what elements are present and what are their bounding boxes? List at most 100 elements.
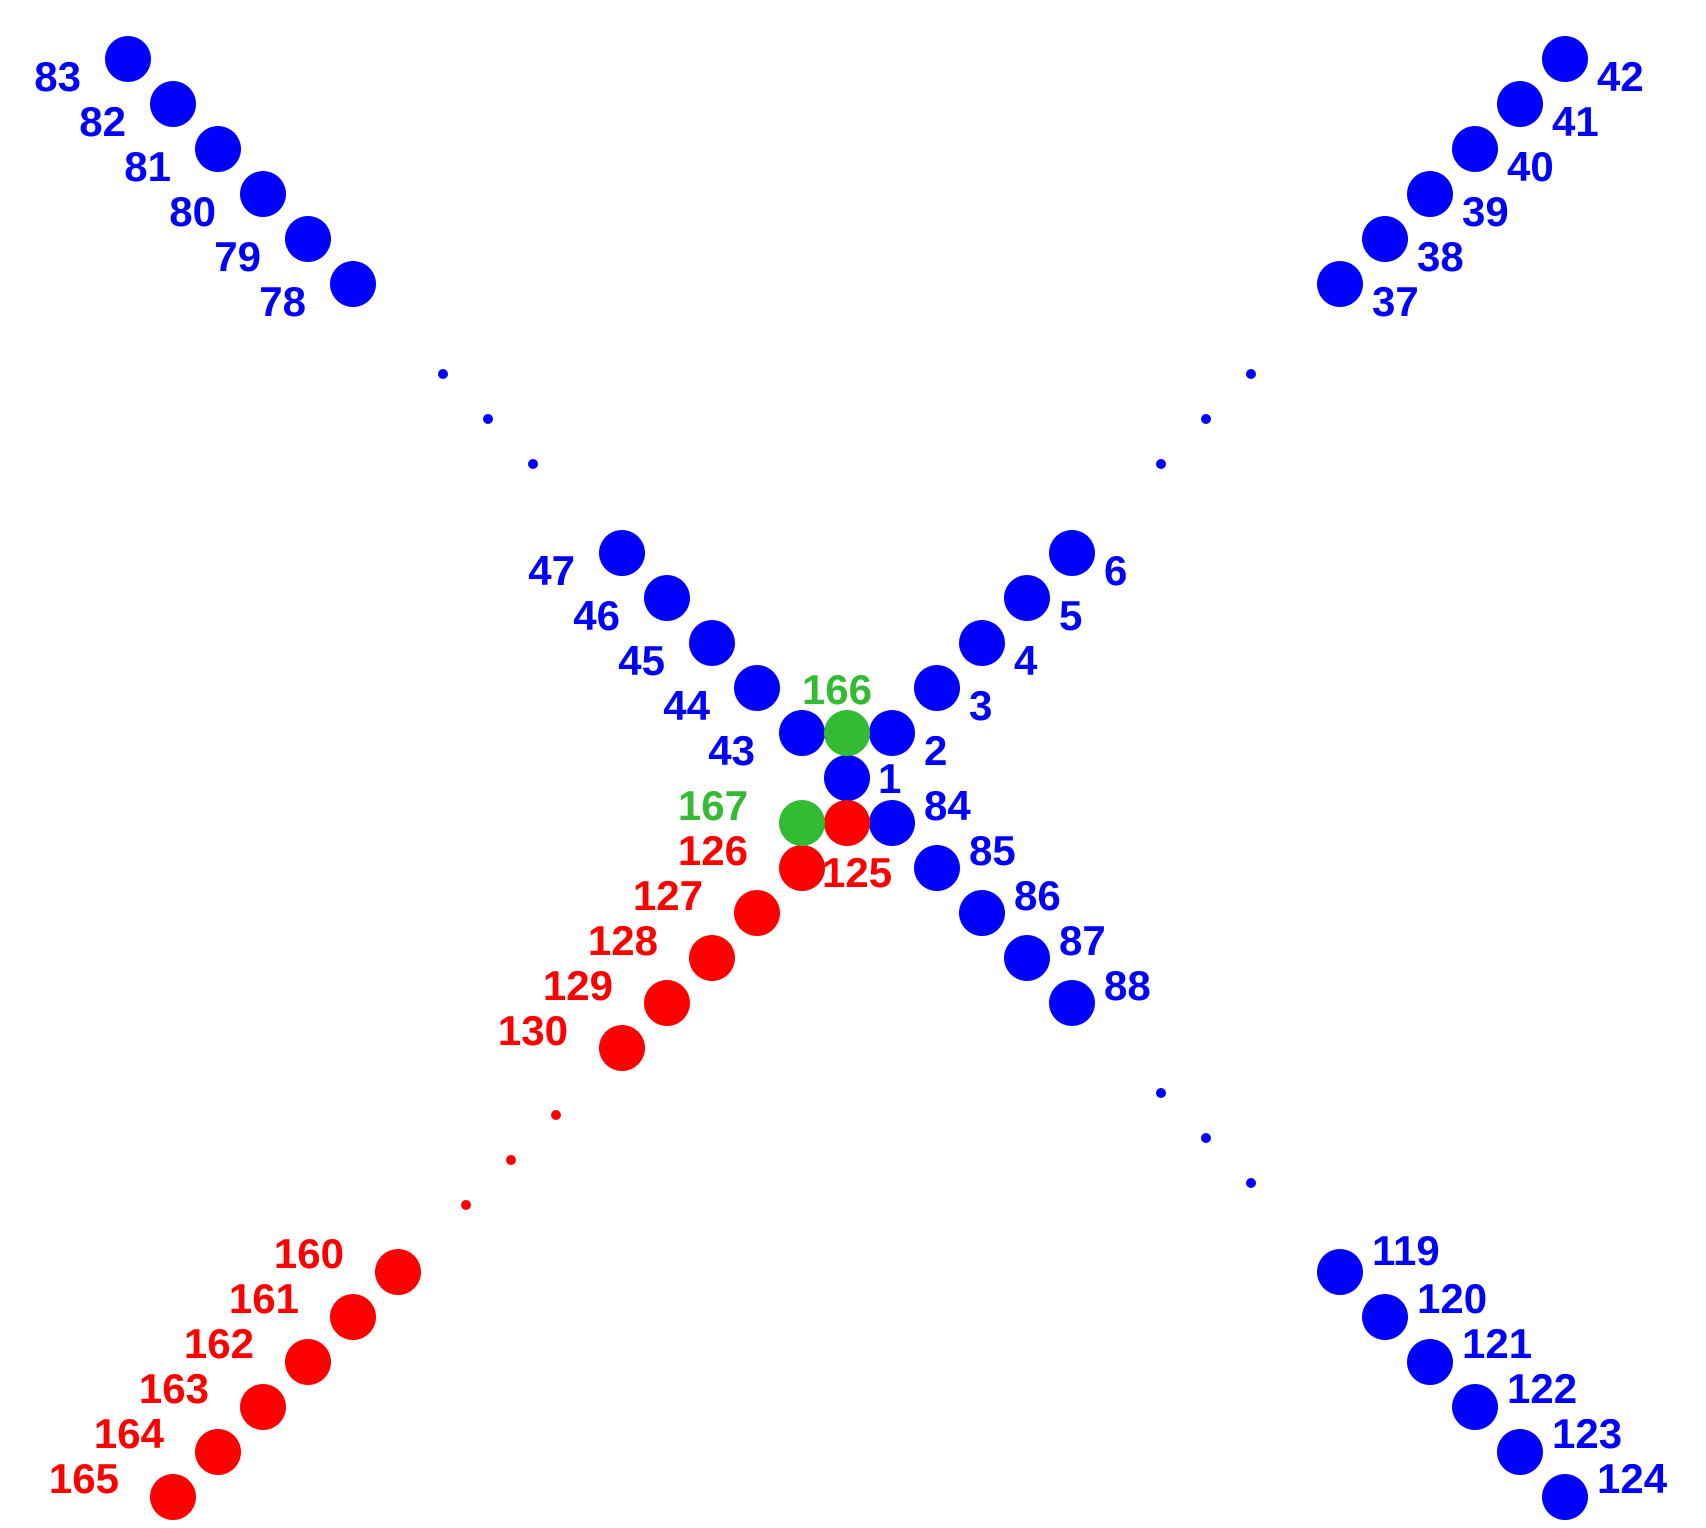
node-79 bbox=[285, 216, 331, 262]
node-label-120: 120 bbox=[1417, 1275, 1487, 1322]
node-label-38: 38 bbox=[1417, 233, 1464, 280]
node-160 bbox=[375, 1249, 421, 1295]
node-label-160: 160 bbox=[274, 1230, 344, 1277]
ellipsis-dot-upper-right-2 bbox=[1201, 414, 1211, 424]
node-label-6: 6 bbox=[1104, 547, 1127, 594]
ellipsis-dot-lower-left-2 bbox=[506, 1155, 516, 1165]
node-label-80: 80 bbox=[169, 188, 216, 235]
node-label-37: 37 bbox=[1372, 278, 1419, 325]
node-label-87: 87 bbox=[1059, 917, 1106, 964]
node-label-5: 5 bbox=[1059, 592, 1082, 639]
node-39 bbox=[1407, 171, 1453, 217]
ellipsis-dot-lower-right-2 bbox=[1201, 1133, 1211, 1143]
node-126 bbox=[779, 845, 825, 891]
node-label-81: 81 bbox=[124, 143, 171, 190]
ellipsis-dots-layer bbox=[438, 369, 1256, 1210]
node-label-78: 78 bbox=[259, 278, 306, 325]
node-label-1: 1 bbox=[878, 755, 901, 802]
node-125 bbox=[824, 800, 870, 846]
node-130 bbox=[599, 1025, 645, 1071]
node-label-44: 44 bbox=[663, 682, 710, 729]
node-label-128: 128 bbox=[588, 917, 658, 964]
node-119 bbox=[1317, 1249, 1363, 1295]
ellipsis-dot-lower-right-3 bbox=[1246, 1178, 1256, 1188]
node-5 bbox=[1004, 575, 1050, 621]
node-46 bbox=[644, 575, 690, 621]
node-120 bbox=[1362, 1294, 1408, 1340]
node-label-2: 2 bbox=[924, 727, 947, 774]
node-45 bbox=[689, 620, 735, 666]
node-label-123: 123 bbox=[1552, 1410, 1622, 1457]
node-81 bbox=[195, 126, 241, 172]
node-label-88: 88 bbox=[1104, 962, 1151, 1009]
node-label-84: 84 bbox=[924, 782, 971, 829]
node-label-39: 39 bbox=[1462, 188, 1509, 235]
node-label-129: 129 bbox=[543, 962, 613, 1009]
node-label-164: 164 bbox=[94, 1410, 165, 1457]
node-43 bbox=[779, 710, 825, 756]
node-88 bbox=[1049, 980, 1095, 1026]
node-4 bbox=[959, 620, 1005, 666]
node-166 bbox=[824, 710, 870, 756]
ellipsis-dot-lower-left-3 bbox=[461, 1200, 471, 1210]
node-label-40: 40 bbox=[1507, 143, 1554, 190]
node-83 bbox=[105, 36, 151, 82]
node-84 bbox=[869, 800, 915, 846]
node-86 bbox=[959, 890, 1005, 936]
node-129 bbox=[644, 980, 690, 1026]
node-label-127: 127 bbox=[633, 872, 703, 919]
node-122 bbox=[1452, 1384, 1498, 1430]
node-128 bbox=[689, 935, 735, 981]
node-41 bbox=[1497, 81, 1543, 127]
node-label-41: 41 bbox=[1552, 98, 1599, 145]
node-121 bbox=[1407, 1339, 1453, 1385]
ellipsis-dot-upper-left-3 bbox=[528, 459, 538, 469]
node-82 bbox=[150, 81, 196, 127]
node-label-166: 166 bbox=[802, 666, 872, 713]
ellipsis-dot-lower-right-1 bbox=[1156, 1088, 1166, 1098]
node-127 bbox=[734, 890, 780, 936]
node-label-47: 47 bbox=[528, 547, 575, 594]
node-label-3: 3 bbox=[969, 682, 992, 729]
node-label-130: 130 bbox=[498, 1007, 568, 1054]
node-label-161: 161 bbox=[229, 1275, 299, 1322]
node-1 bbox=[824, 755, 870, 801]
node-40 bbox=[1452, 126, 1498, 172]
node-label-79: 79 bbox=[214, 233, 261, 280]
node-label-83: 83 bbox=[34, 53, 81, 100]
node-123 bbox=[1497, 1429, 1543, 1475]
node-161 bbox=[330, 1294, 376, 1340]
ellipsis-dot-upper-right-1 bbox=[1246, 369, 1256, 379]
node-165 bbox=[150, 1474, 196, 1520]
node-label-4: 4 bbox=[1014, 637, 1038, 684]
node-label-43: 43 bbox=[708, 727, 755, 774]
node-label-119: 119 bbox=[1372, 1227, 1440, 1274]
node-6 bbox=[1049, 530, 1095, 576]
labels-layer: 1234563738394041424344454647787980818283… bbox=[34, 53, 1667, 1502]
ellipsis-dot-upper-left-1 bbox=[438, 369, 448, 379]
node-42 bbox=[1542, 36, 1588, 82]
node-label-121: 121 bbox=[1462, 1320, 1532, 1367]
node-37 bbox=[1317, 261, 1363, 307]
node-label-162: 162 bbox=[184, 1320, 254, 1367]
ellipsis-dot-lower-left-1 bbox=[551, 1110, 561, 1120]
node-3 bbox=[914, 665, 960, 711]
node-label-85: 85 bbox=[969, 827, 1016, 874]
node-label-46: 46 bbox=[573, 592, 620, 639]
nodes-layer bbox=[105, 36, 1588, 1520]
node-label-82: 82 bbox=[79, 98, 126, 145]
node-label-86: 86 bbox=[1014, 872, 1061, 919]
node-167 bbox=[779, 800, 825, 846]
node-label-122: 122 bbox=[1507, 1365, 1577, 1412]
node-label-167: 167 bbox=[678, 782, 748, 829]
node-44 bbox=[734, 665, 780, 711]
node-2 bbox=[869, 710, 915, 756]
node-38 bbox=[1362, 216, 1408, 262]
node-label-165: 165 bbox=[49, 1455, 119, 1502]
node-164 bbox=[195, 1429, 241, 1475]
node-80 bbox=[240, 171, 286, 217]
node-162 bbox=[285, 1339, 331, 1385]
node-78 bbox=[330, 261, 376, 307]
node-85 bbox=[914, 845, 960, 891]
